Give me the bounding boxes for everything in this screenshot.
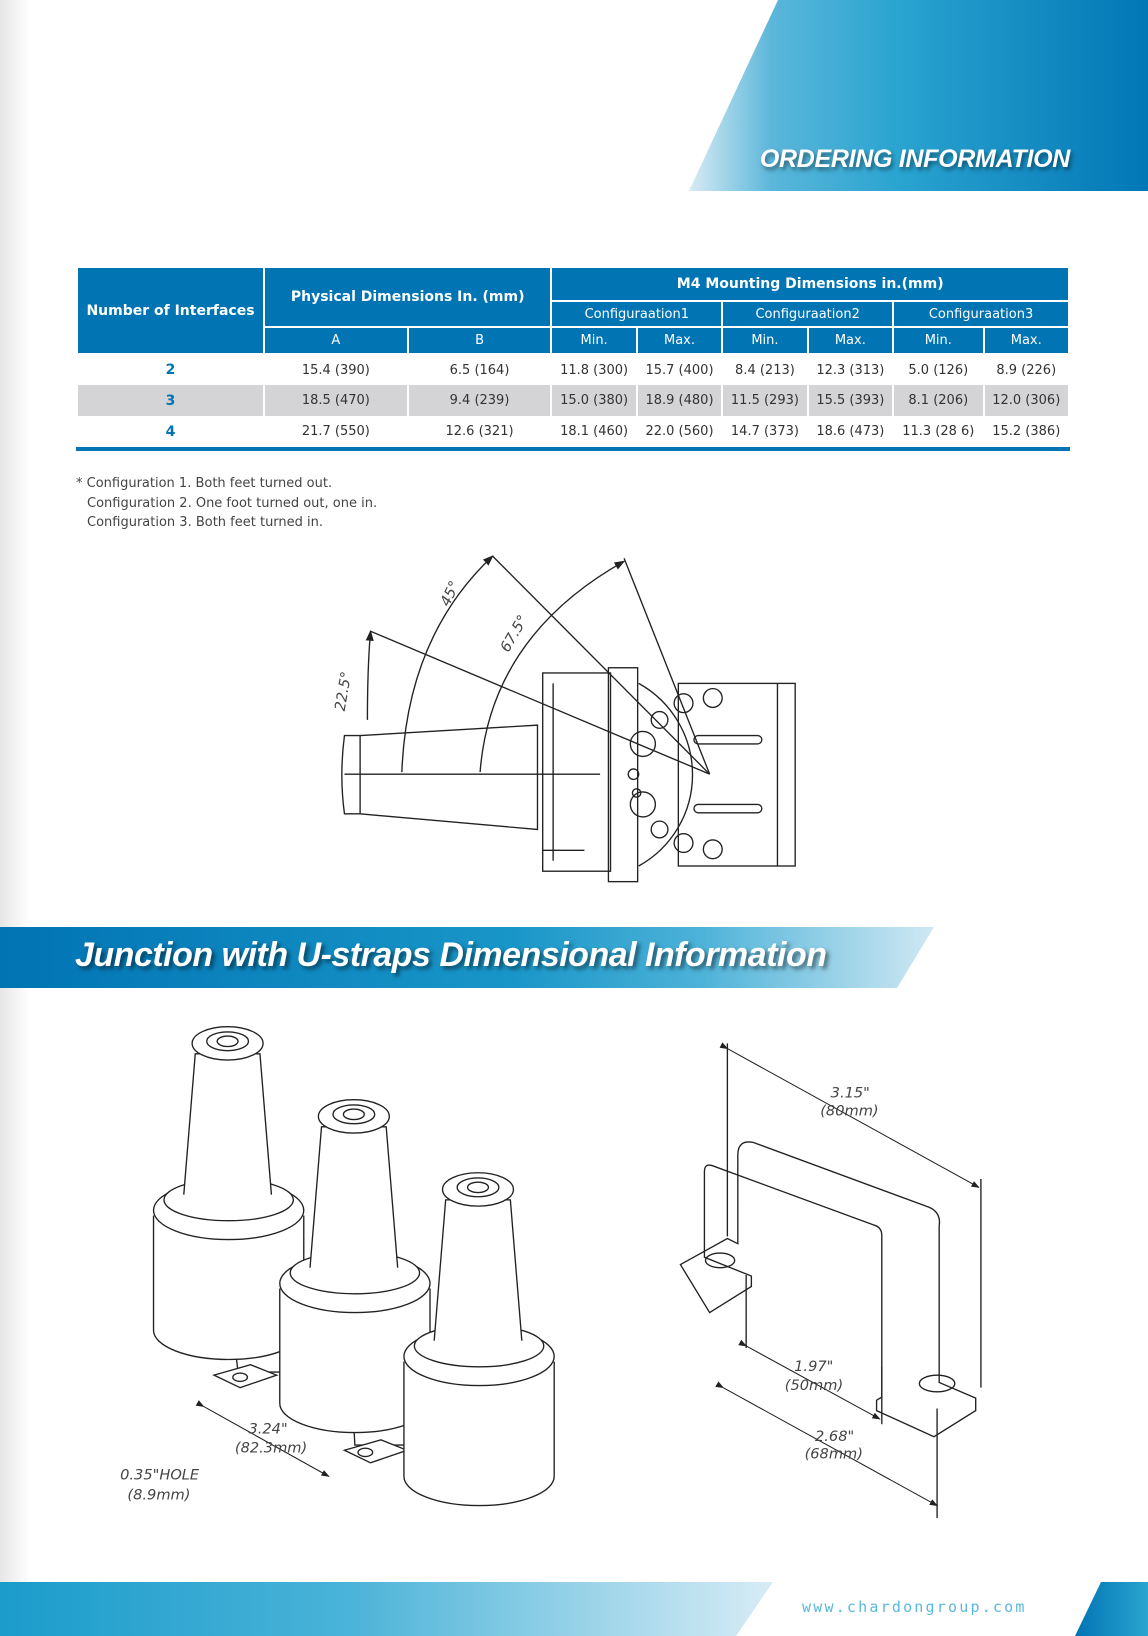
outer-width-label: 2.68" [815,1428,854,1445]
cell: 11.5 (293) [721,385,809,416]
length-label: 3.15" [831,1085,870,1102]
inner-width-mm-label: (50mm) [785,1377,843,1394]
hole-mm-label: (8.9mm) [127,1486,190,1503]
cell: 12.0 (306) [982,385,1071,416]
cell: 11.8 (300) [550,354,638,385]
inner-width-label: 1.97" [794,1358,833,1375]
angle-label-45: 45° [437,578,463,609]
outer-width-mm-label: (68mm) [805,1446,863,1463]
cell: 8.1 (206) [892,385,985,416]
col-max: Max. [806,326,895,355]
ordering-table: Number of Interfaces Physical Dimensions… [76,266,1071,451]
junction-assembly-drawing: 3.24" (82.3mm) 0.35"HOLE (8.9mm) [120,1025,555,1507]
cell: 15.4 (390) [263,354,409,385]
col-b: B [406,326,553,355]
cell: 15.2 (386) [982,416,1071,451]
cell: 18.1 (460) [550,416,638,451]
cell: 8.9 (226) [982,354,1071,385]
website-link[interactable]: www.chardongroup.com [802,1598,1027,1616]
footnotes: * Configuration 1. Both feet turned out.… [76,474,377,533]
col-min: Min. [550,326,638,355]
mounting-angle-diagram: 22.5° 45° 67.5° [332,555,796,883]
col-config-1: Configuraation1 [550,300,724,328]
page-title: ORDERING INFORMATION [759,145,1070,173]
page-edge-shadow [0,0,30,1636]
cell: 15.7 (400) [635,354,724,385]
angle-label-67-5: 67.5° [497,612,532,655]
col-config-2: Configuraation2 [721,300,895,328]
cell: 9.4 (239) [406,385,553,416]
cell: 18.9 (480) [635,385,724,416]
cell: 12.6 (321) [406,416,553,451]
col-config-3: Configuraation3 [892,300,1070,328]
cell: 12.3 (313) [806,354,895,385]
cell: 6.5 (164) [406,354,553,385]
cell: 15.5 (393) [806,385,895,416]
col-min: Min. [892,326,985,355]
spacing-label: 3.24" [248,1421,287,1438]
cell: 3 [76,385,265,416]
note: * Configuration 1. Both feet turned out. [76,476,333,491]
cell: 14.7 (373) [721,416,809,451]
cell: 11.3 (28 6) [892,416,985,451]
cell: 5.0 (126) [892,354,985,385]
u-strap-drawing: 3.15" (80mm) 1.97" (50mm) 2.68" (68mm) [679,1042,982,1519]
col-a: A [263,326,409,355]
section-title: Junction with U-straps Dimensional Infor… [75,936,827,974]
cell: 21.7 (550) [263,416,409,451]
col-max: Max. [982,326,1071,355]
cell: 8.4 (213) [721,354,809,385]
note: Configuration 2. One foot turned out, on… [87,495,378,511]
length-mm-label: (80mm) [820,1102,878,1119]
hole-label: 0.35"HOLE [120,1466,200,1483]
col-interfaces: Number of Interfaces [76,266,265,355]
note: Configuration 3. Both feet turned in. [87,515,324,530]
col-physical: Physical Dimensions In. (mm) [262,266,553,328]
spacing-mm-label: (82.3mm) [235,1439,307,1456]
header-banner [689,0,1148,191]
cell: 18.5 (470) [263,385,409,416]
angle-label-22-5: 22.5° [332,670,356,712]
cell: 15.0 (380) [550,385,638,416]
cell: 18.6 (473) [806,416,895,451]
footer-band [0,1582,773,1636]
col-min: Min. [721,326,809,355]
col-max: Max. [635,326,724,355]
cell: 2 [76,354,265,385]
cell: 22.0 (560) [635,416,724,451]
col-m4: M4 Mounting Dimensions in.(mm) [550,266,1070,302]
section-banner [0,927,934,988]
cell: 4 [76,416,265,451]
